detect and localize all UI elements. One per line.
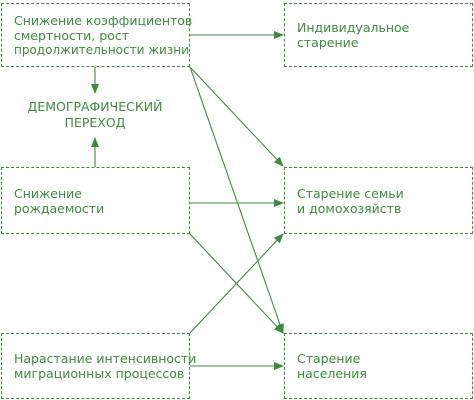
box-migration-line-2: миграционных процессов	[14, 366, 185, 381]
box-family-line-2: и домохозяйств	[297, 200, 402, 216]
arrow-migration-family	[189, 233, 284, 334]
box-family-line-1: Старение семьи	[297, 185, 404, 201]
box-population-line-2: населения	[297, 366, 367, 381]
box-mortality-line-2: смертности, рост	[14, 27, 129, 43]
box-fertility-line-2: рождаемости	[14, 200, 105, 216]
box-mortality-line-3: продолжительности жизни	[14, 42, 189, 57]
box-migration-line-1: Нарастание интенсивности	[14, 351, 197, 366]
box-family-aging: Старение семьи и домохозяйств	[284, 167, 473, 234]
box-fertility-decline: Снижение рождаемости	[1, 167, 190, 234]
box-individual-line-1: Индивидуальное	[297, 20, 410, 35]
arrow-mortality-population	[189, 66, 284, 334]
box-fertility-line-1: Снижение	[14, 185, 82, 201]
demographic-transition-label: ДЕМОГРАФИЧЕСКИЙ ПЕРЕХОД	[10, 99, 180, 131]
box-migration-growth: Нарастание интенсивности миграционных пр…	[1, 333, 197, 399]
box-individual-line-2: старение	[297, 35, 359, 50]
box-population-line-1: Старение	[297, 351, 361, 366]
arrow-mortality-family	[189, 66, 284, 167]
box-mortality-line-1: Снижение коэффициентов	[14, 12, 193, 28]
box-individual-aging: Индивидуальное старение	[284, 3, 473, 67]
transition-line-1: ДЕМОГРАФИЧЕСКИЙ	[27, 99, 163, 114]
box-mortality-decline: Снижение коэффициентов смертности, рост …	[1, 3, 193, 67]
transition-line-2: ПЕРЕХОД	[64, 115, 126, 130]
box-population-aging: Старение населения	[284, 333, 473, 399]
